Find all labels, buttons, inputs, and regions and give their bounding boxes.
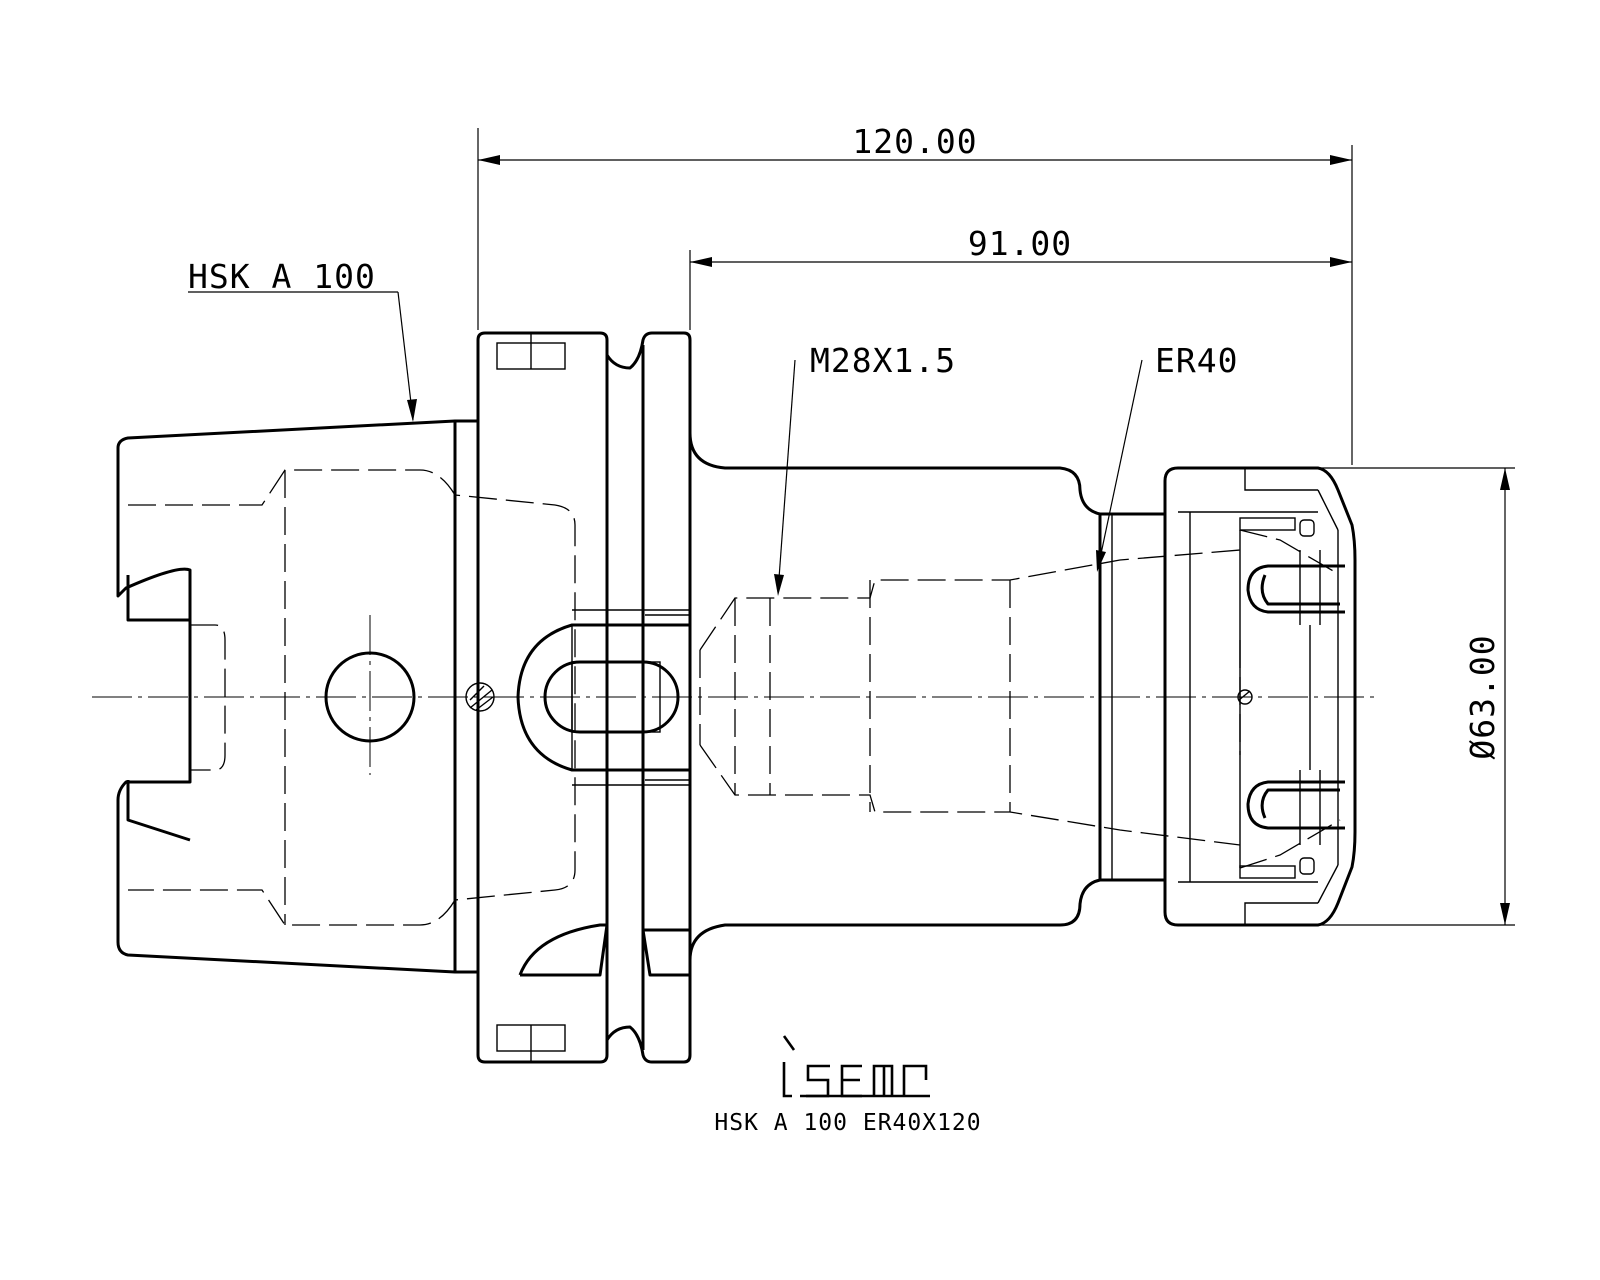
taper-callout: HSK A 100 (188, 257, 376, 296)
collet-nut (1163, 466, 1357, 927)
dimension-shank-length (689, 250, 1352, 330)
thread-callout-leader (774, 359, 796, 596)
collet-callout: ER40 (1155, 341, 1238, 380)
thread-callout: M28X1.5 (810, 341, 956, 380)
brand-logo (782, 1035, 930, 1098)
dimension-nut-diameter (1320, 467, 1515, 926)
flange (465, 331, 692, 1064)
overall-length-label: 120.00 (852, 122, 977, 161)
tool-designation: HSK A 100 ER40X120 (714, 1110, 981, 1136)
hsk-taper-shank (116, 419, 576, 974)
shank-length-label: 91.00 (968, 224, 1072, 263)
nut-diameter-label: Ø63.00 (1463, 634, 1502, 759)
bore-circle (324, 651, 416, 743)
collet-callout-leader (1096, 359, 1143, 572)
dimension-overall-length (477, 128, 1353, 465)
brand-name: iscar (851, 1059, 859, 1061)
taper-callout-leader (188, 291, 417, 422)
